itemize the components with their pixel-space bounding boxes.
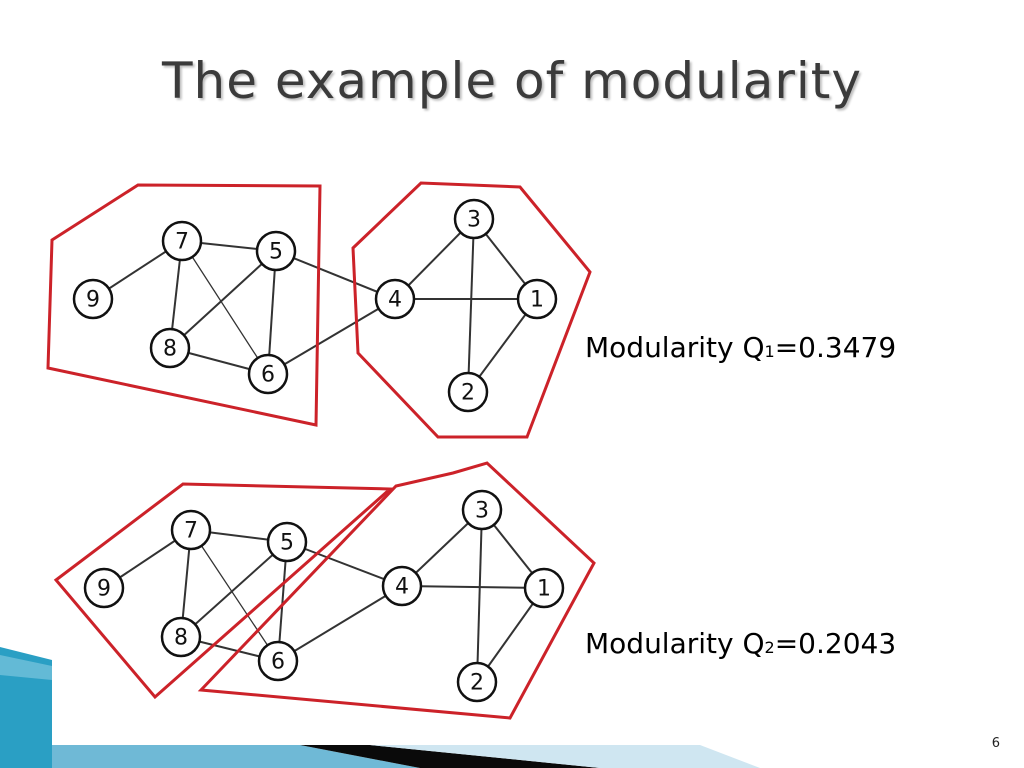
page-number: 6 (991, 736, 1000, 751)
modularity-prefix: Modularity Q (585, 627, 765, 660)
node-circle (266, 521, 308, 563)
node-6: 6 (247, 353, 289, 395)
graph-partition-1: 9 7 5 8 6 4 3 1 2 (46, 181, 592, 439)
node-2: 2 (447, 371, 489, 413)
footer-bottom-light (370, 745, 760, 768)
node-3: 3 (461, 489, 503, 531)
modularity-value: =0.3479 (774, 331, 897, 364)
edge-4-1 (401, 585, 545, 589)
node-1: 1 (516, 278, 558, 320)
node-1: 1 (523, 567, 565, 609)
node-label: 6 (271, 650, 285, 675)
node-label: 1 (537, 577, 551, 602)
node-5: 5 (255, 230, 297, 272)
node-circle (72, 278, 114, 320)
modularity-prefix: Modularity Q (585, 331, 765, 364)
node-4: 4 (374, 278, 416, 320)
edge-5-6 (267, 250, 277, 375)
edge-5-4 (275, 250, 396, 300)
node-label: 6 (261, 363, 275, 388)
community-outline-1 (46, 183, 322, 427)
node-9: 9 (72, 278, 114, 320)
edge-3-2 (467, 218, 475, 393)
footer-bottom-dark (300, 745, 600, 768)
node-label: 4 (395, 575, 409, 600)
node-8: 8 (160, 616, 202, 658)
node-label: 5 (269, 240, 283, 265)
node-circle (456, 661, 498, 703)
modularity-subscript: 2 (764, 638, 775, 657)
node-circle (257, 640, 299, 682)
edge-3-2 (476, 509, 483, 683)
node-circle (381, 565, 423, 607)
node-9: 9 (83, 567, 125, 609)
footer-decoration (0, 647, 760, 768)
node-label: 9 (86, 288, 100, 313)
edge-6-4 (267, 298, 396, 375)
node-circle (374, 278, 416, 320)
modularity-value: =0.2043 (774, 627, 897, 660)
node-label: 2 (461, 381, 475, 406)
node-circle (453, 198, 495, 240)
modularity-label-q1: Modularity Q1=0.3479 (585, 331, 896, 364)
community-outline-2 (197, 461, 596, 720)
node-circle (516, 278, 558, 320)
node-label: 8 (174, 626, 188, 651)
node-2: 2 (456, 661, 498, 703)
footer-left-highlight (0, 655, 52, 680)
node-7: 7 (161, 220, 203, 262)
node-circle (149, 327, 191, 369)
node-label: 2 (470, 671, 484, 696)
node-5: 5 (266, 521, 308, 563)
slide-title: The example of modularity (162, 52, 862, 110)
node-4: 4 (381, 565, 423, 607)
node-7: 7 (170, 509, 212, 551)
modularity-subscript: 1 (764, 342, 775, 361)
node-3: 3 (453, 198, 495, 240)
node-circle (447, 371, 489, 413)
node-label: 7 (175, 230, 189, 255)
node-label: 7 (184, 519, 198, 544)
node-circle (83, 567, 125, 609)
node-label: 4 (388, 288, 402, 313)
node-circle (170, 509, 212, 551)
node-label: 8 (163, 337, 177, 362)
community-outline-1 (53, 482, 394, 700)
footer-bottom-teal (52, 745, 420, 768)
edge-7-6 (190, 529, 279, 662)
modularity-label-q2: Modularity Q2=0.2043 (585, 627, 896, 660)
node-label: 1 (530, 288, 544, 313)
node-8: 8 (149, 327, 191, 369)
node-circle (255, 230, 297, 272)
node-circle (160, 616, 202, 658)
edge-5-8 (169, 250, 277, 349)
graph-partition-2: 9 7 5 8 6 4 3 1 2 (53, 461, 596, 720)
community-outline-2 (351, 181, 592, 439)
edge-5-8 (180, 541, 288, 638)
node-circle (247, 353, 289, 395)
edge-6-4 (277, 585, 403, 662)
node-circle (461, 489, 503, 531)
node-label: 5 (280, 531, 294, 556)
edge-5-4 (286, 541, 403, 587)
node-label: 9 (97, 577, 111, 602)
node-label: 3 (467, 208, 481, 233)
node-label: 3 (475, 499, 489, 524)
node-6: 6 (257, 640, 299, 682)
node-circle (523, 567, 565, 609)
edge-7-6 (181, 240, 269, 375)
node-circle (161, 220, 203, 262)
